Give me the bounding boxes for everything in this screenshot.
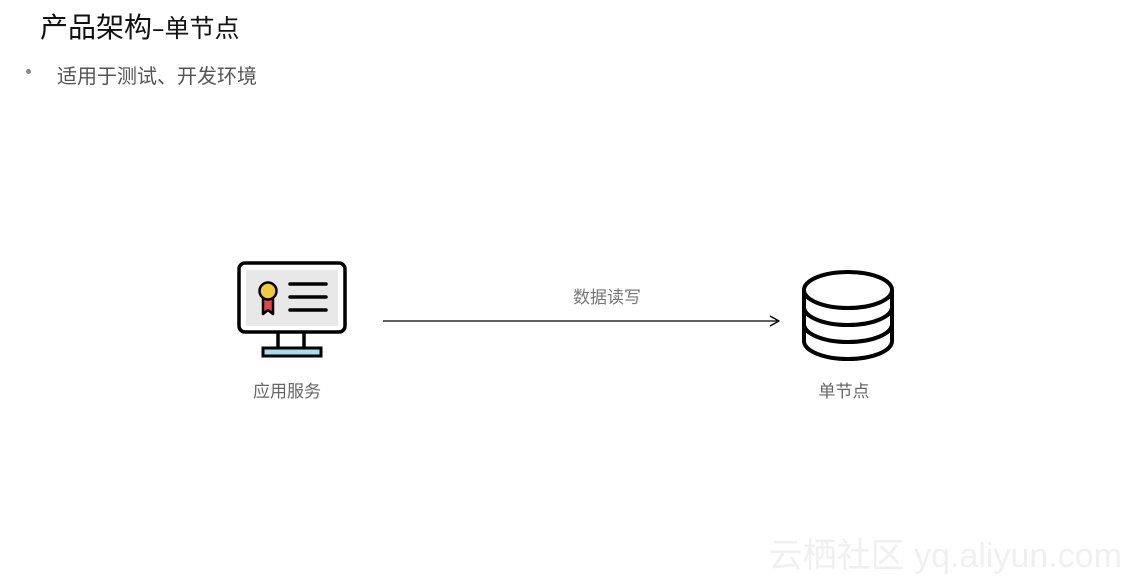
title-main: 产品架构 — [40, 11, 153, 44]
bullet-text: 适用于测试、开发环境 — [57, 64, 257, 88]
title-separator: – — [152, 14, 165, 43]
certificate-monitor-icon — [237, 261, 347, 358]
source-node-label: 应用服务 — [253, 382, 321, 402]
bullet-item: 适用于测试、开发环境 — [26, 60, 257, 89]
target-node-label: 单节点 — [818, 382, 870, 402]
title-sub: 单节点 — [164, 14, 240, 43]
database-icon — [802, 270, 894, 361]
page-title: 产品架构–单节点 — [40, 6, 240, 46]
edge-label: 数据读写 — [573, 288, 641, 308]
watermark: 云栖社区 yq.aliyun.com — [768, 537, 1122, 575]
bullet-dot-icon — [26, 69, 31, 74]
read-write-arrow — [383, 315, 780, 327]
